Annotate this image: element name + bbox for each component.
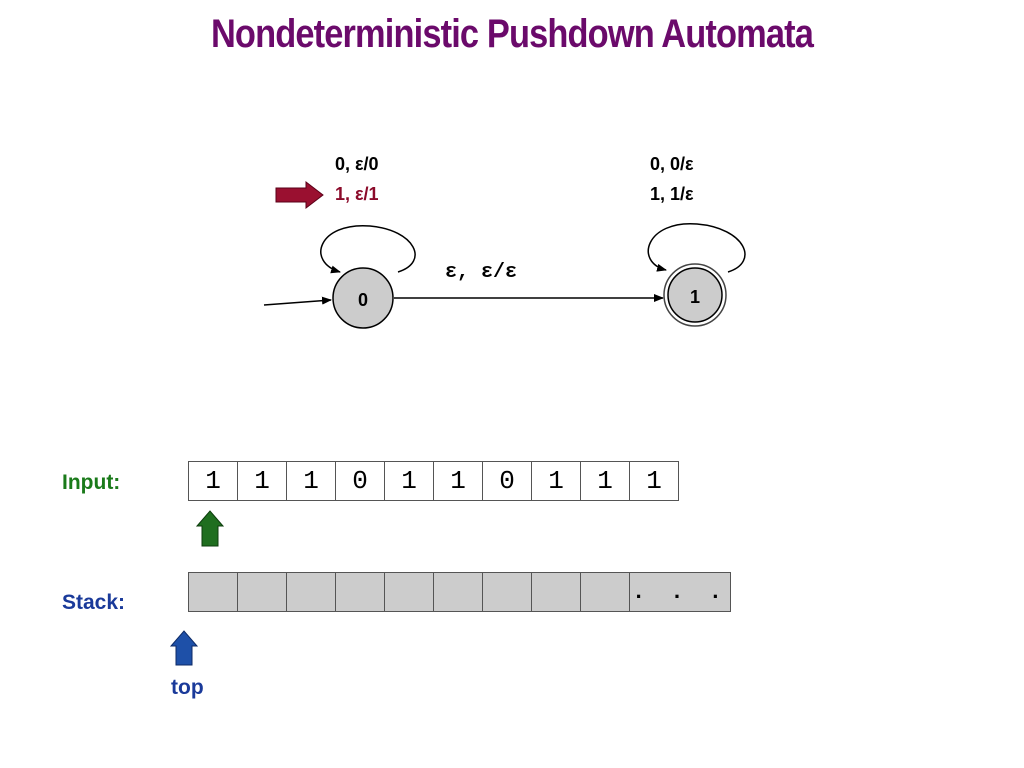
input-head-arrow-icon — [195, 510, 225, 547]
input-tape: 1 1 1 0 1 1 0 1 1 1 — [188, 461, 679, 501]
input-cell: 1 — [629, 461, 679, 501]
transition-q0-q1-label: ε, ε/ε — [445, 261, 517, 284]
stack-cell — [531, 572, 581, 612]
state-q0: 0 — [332, 267, 394, 329]
stack-cell — [580, 572, 630, 612]
stack-top-label: top — [171, 676, 204, 699]
state-q1-label: 1 — [690, 287, 700, 307]
input-cell: 0 — [482, 461, 532, 501]
current-transition-arrow-icon — [275, 180, 324, 210]
stack-cell — [335, 572, 385, 612]
stack-cell — [188, 572, 238, 612]
stack-cell — [482, 572, 532, 612]
input-cell: 1 — [531, 461, 581, 501]
q0-loop-label-2: 1, ε/1 — [335, 184, 379, 204]
stack-cell — [384, 572, 434, 612]
input-cell: 1 — [433, 461, 483, 501]
stack-cell — [237, 572, 287, 612]
self-loop-q0 — [320, 225, 416, 274]
state-q0-label: 0 — [358, 290, 368, 310]
start-arrow — [263, 296, 332, 306]
q1-loop-label-1: 0, 0/ε — [650, 154, 694, 174]
page-title: Nondeterministic Pushdown Automata — [210, 12, 814, 56]
q0-loop-label-1: 0, ε/0 — [335, 154, 379, 174]
input-cell: 1 — [384, 461, 434, 501]
stack-cell — [433, 572, 483, 612]
input-label: Input: — [62, 471, 121, 494]
stack-top-arrow-icon — [169, 630, 199, 666]
input-cell: 0 — [335, 461, 385, 501]
input-cell: 1 — [286, 461, 336, 501]
input-cell: 1 — [188, 461, 238, 501]
q1-loop-label-2: 1, 1/ε — [650, 184, 694, 204]
self-loop-q1 — [647, 223, 746, 273]
input-cell: 1 — [580, 461, 630, 501]
input-cell: 1 — [237, 461, 287, 501]
stack-label: Stack: — [62, 591, 126, 614]
stack-cell-ellipsis: . . . — [629, 572, 731, 612]
state-q1: 1 — [663, 263, 727, 327]
stack-tape: . . . — [188, 572, 731, 612]
stack-cell — [286, 572, 336, 612]
